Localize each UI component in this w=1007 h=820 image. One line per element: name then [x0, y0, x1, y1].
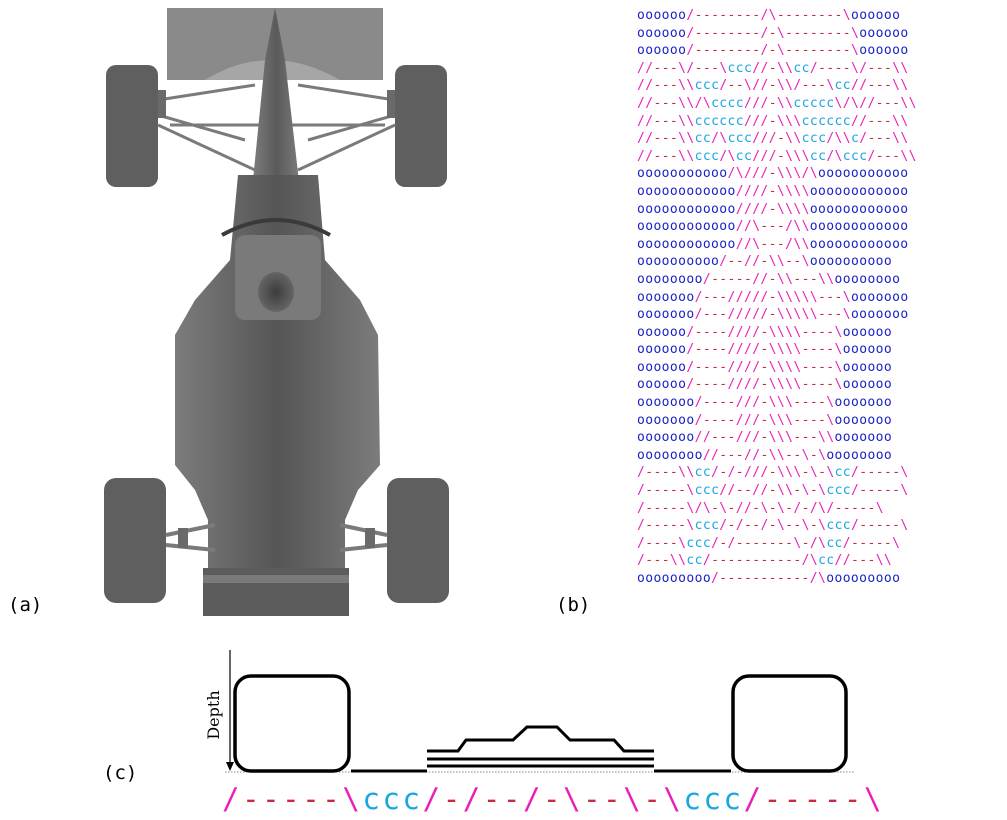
- ascii-row: /-----\/\-\-//-\-\-/-/\/-----\: [637, 500, 884, 516]
- ascii-row: ooooooooooo/\///-\\\/\ooooooooooo: [637, 166, 909, 182]
- ascii-row: ooooooo/---/////-\\\\\---\ooooooo: [637, 289, 909, 305]
- ascii-row: oooooooooooo//\---/\\oooooooooooo: [637, 236, 909, 252]
- profile-legend-string: /-----\ccc/-/--/-\--\-\ccc/-----\: [222, 782, 884, 816]
- tire-rear-left: [104, 478, 166, 603]
- front-hub-left: [158, 90, 166, 118]
- profile-tire-right: [731, 674, 848, 773]
- ascii-row: //---\\cc/\ccc///-\\ccc/\\c/---\\: [637, 131, 909, 147]
- ascii-row: /---\\cc/-----------/\cc//---\\: [637, 553, 893, 569]
- ascii-row: ooooooo/---/////-\\\\\---\ooooooo: [637, 307, 909, 323]
- ascii-row: oooooooo//---//-\\--\-\oooooooo: [637, 447, 893, 463]
- front-hub-right: [387, 90, 395, 118]
- rear-wing-top: [203, 575, 349, 583]
- ascii-row: oooooo/--------/-\--------\oooooo: [637, 25, 909, 41]
- panel-label-a: (a): [8, 594, 43, 616]
- ascii-row: oooooo/--------/\--------\oooooo: [637, 8, 901, 23]
- ascii-row: oooooooooooo////-\\\\oooooooooooo: [637, 201, 909, 217]
- ascii-row: ooooooo/----///-\\\----\ooooooo: [637, 395, 893, 411]
- ascii-row: /----\\cc/-/-///-\\\-\-\cc/-----\: [637, 465, 909, 481]
- ascii-row: ooooooo//---///-\\\---\\ooooooo: [637, 430, 893, 446]
- depth-profile: [225, 650, 855, 773]
- ascii-row: oooooo/--------/-\--------\oooooo: [637, 43, 909, 59]
- ascii-row: oooooooooooo////-\\\\oooooooooooo: [637, 183, 909, 199]
- ascii-row: oooooo/----////-\\\\----\oooooo: [637, 377, 893, 393]
- ascii-row: oooooooooo/--//-\\--\oooooooooo: [637, 254, 893, 270]
- car-body: [175, 175, 380, 585]
- ascii-row: //---\\ccc/--\//-\\/---\cc//---\\: [637, 78, 909, 94]
- cockpit-arc: [221, 218, 331, 237]
- tire-front-left: [106, 65, 158, 187]
- rear-suspension: [165, 523, 388, 552]
- ascii-row: oooooo/----////-\\\\----\oooooo: [637, 342, 893, 358]
- panel-label-c: (c): [103, 762, 138, 784]
- rear-hub-left: [178, 528, 188, 548]
- ascii-character-map: oooooo/--------/\--------\oooooo oooooo/-…: [637, 7, 917, 588]
- ascii-row: //---\\cccccc///-\\\cccccc//---\\: [637, 113, 909, 129]
- ascii-row: //---\\ccc/\cc///-\\\cc/\ccc/---\\: [637, 148, 917, 164]
- front-suspension: [157, 83, 396, 172]
- profile-body-top: [427, 725, 654, 753]
- rear-hub-right: [365, 528, 375, 548]
- ascii-row: ooooooooo/-----------/\ooooooooo: [637, 571, 901, 586]
- ascii-row: oooooo/----////-\\\\----\oooooo: [637, 359, 893, 375]
- ascii-row: oooooo/----////-\\\\----\oooooo: [637, 324, 893, 340]
- ascii-row: oooooooooooo//\---/\\oooooooooooo: [637, 219, 909, 235]
- profile-tire-left: [233, 674, 351, 773]
- ascii-row: //---\/---\ccc//-\\cc/----\/---\\: [637, 60, 909, 76]
- tire-front-right: [395, 65, 447, 187]
- ascii-row: //---\\/\cccc///-\\ccccc\/\//---\\: [637, 95, 917, 111]
- ascii-row: /-----\ccc/-/--/-\--\-\ccc/-----\: [637, 518, 909, 534]
- panel-label-b: (b): [556, 594, 591, 616]
- ascii-row: /----\ccc/-/-------\-/\cc/-----\: [637, 535, 901, 551]
- driver-helmet: [258, 272, 294, 312]
- ascii-row: ooooooo/----///-\\\----\ooooooo: [637, 412, 893, 428]
- tire-rear-right: [387, 478, 449, 603]
- depth-axis-label: Depth: [204, 690, 223, 740]
- ascii-row: oooooooo/-----//-\\---\\oooooooo: [637, 271, 901, 287]
- depth-axis-arrowhead: [226, 762, 234, 771]
- ascii-row: /-----\ccc//--//-\\-\-\ccc/-----\: [637, 483, 909, 499]
- legend-row: /-----\ccc/-/--/-\--\-\ccc/-----\: [222, 782, 885, 816]
